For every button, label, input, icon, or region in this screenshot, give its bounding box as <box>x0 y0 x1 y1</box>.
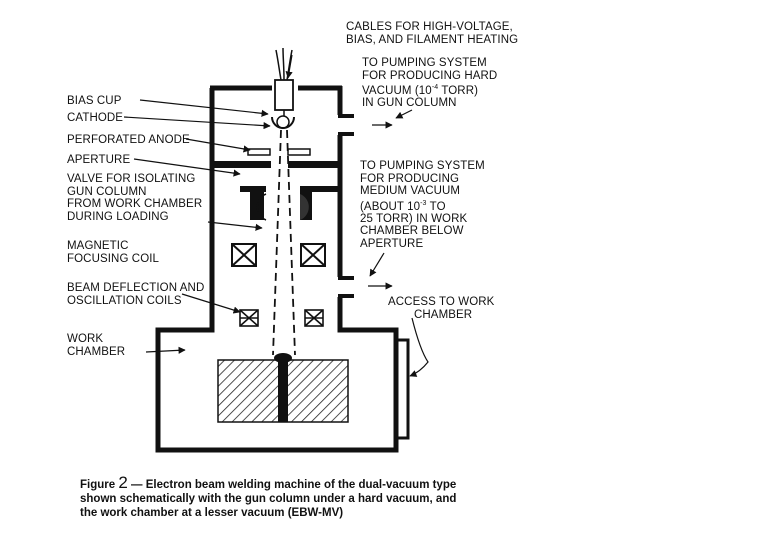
label-magnetic-coil: MAGNETIC FOCUSING COIL <box>67 240 160 265</box>
vessel-walls <box>155 85 399 453</box>
label-pump-hard: TO PUMPING SYSTEM FOR PRODUCING HARD VAC… <box>362 57 498 110</box>
figure-number: 2 <box>118 473 128 492</box>
label-valve: VALVE FOR ISOLATING GUN COLUMN FROM WORK… <box>67 173 203 223</box>
magnetic-focusing-coil <box>231 243 326 267</box>
caption-line1: — Electron beam welding machine of the d… <box>127 479 457 491</box>
label-deflection: BEAM DEFLECTION AND OSCILLATION COILS <box>67 282 205 307</box>
caption-prefix: Figure <box>80 479 119 491</box>
caption-line2: shown schematically with the gun column … <box>80 493 457 505</box>
bias-cup <box>271 115 295 129</box>
label-pump-medium: TO PUMPING SYSTEM FOR PRODUCING MEDIUM V… <box>360 160 485 250</box>
isolation-valve <box>240 186 340 221</box>
workpiece <box>217 353 349 423</box>
electron-beam <box>272 129 296 356</box>
deflection-coils <box>239 309 324 327</box>
perforated-anode <box>247 148 311 156</box>
right-wall-lower <box>337 297 399 453</box>
label-aperture: APERTURE <box>67 154 131 166</box>
cable-feedthrough <box>274 47 294 116</box>
caption-line3: the work chamber at a lesser vacuum (EBW… <box>80 507 344 519</box>
label-access: ACCESS TO WORK CHAMBER <box>388 296 495 321</box>
aperture-plate <box>214 161 338 168</box>
label-cables: CABLES FOR HIGH-VOLTAGE, BIAS, AND FILAM… <box>346 21 519 46</box>
pump-ports <box>338 114 354 298</box>
figure-caption: Figure 2 — Electron beam welding machine… <box>80 473 457 520</box>
leader-lines <box>123 54 429 377</box>
access-door <box>396 338 410 440</box>
label-work-chamber: WORK CHAMBER <box>67 333 126 358</box>
left-wall <box>155 88 348 453</box>
label-bias-cup: BIAS CUP <box>67 95 122 107</box>
label-perforated-anode: PERFORATED ANODE <box>67 134 190 146</box>
label-cathode: CATHODE <box>67 112 124 124</box>
